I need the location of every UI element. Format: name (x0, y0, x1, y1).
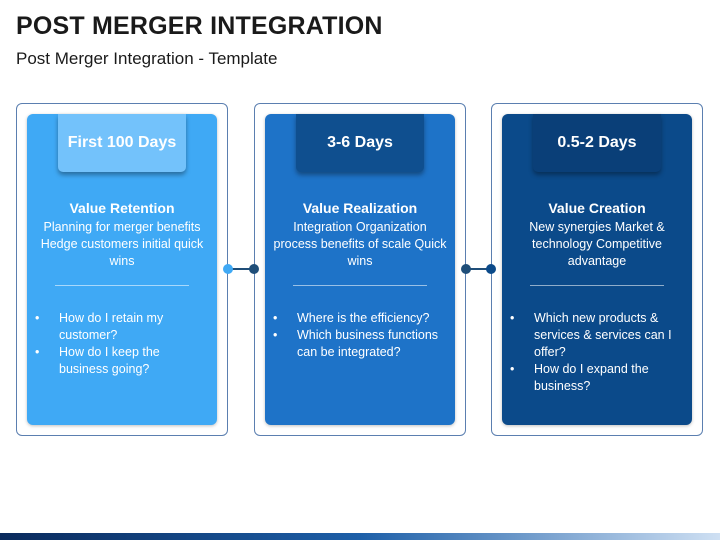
connector-node (223, 264, 233, 274)
stage-divider (293, 285, 427, 286)
stage-description: Integration Organization process benefit… (273, 220, 447, 268)
page-title: POST MERGER INTEGRATION (16, 12, 383, 40)
bullet-icon: • (273, 311, 278, 325)
list-item: • How do I expand the business? (502, 361, 684, 395)
stage-bullet-list: • Where is the efficiency? • Which busines… (265, 310, 447, 361)
stage-tab: 0.5-2 Days (533, 114, 661, 172)
stage-divider (55, 285, 189, 286)
stage-card-0-5-2-days: 0.5-2 Days Value Creation New synergies … (491, 103, 703, 436)
stage-connector-line (466, 268, 491, 270)
bullet-text: Where is the efficiency? (297, 311, 430, 325)
list-item: • How do I keep the business going? (27, 344, 209, 378)
bullet-text: Which business functions can be integrat… (297, 328, 439, 359)
connector-node (249, 264, 259, 274)
bullet-text: How do I expand the business? (534, 362, 649, 393)
stage-heading: Value Creation (548, 200, 646, 216)
bullet-icon: • (510, 362, 515, 376)
page-subtitle: Post Merger Integration - Template (16, 49, 278, 68)
connector-node (461, 264, 471, 274)
stage-card-first-100-days: First 100 Days Value Retention Planning … (16, 103, 228, 436)
bullet-text: How do I keep the business going? (59, 345, 160, 376)
footer-accent-bar (0, 533, 720, 540)
bullet-text: How do I retain my customer? (59, 311, 164, 342)
bullet-icon: • (35, 345, 40, 359)
stage-card-3-6-days: 3-6 Days Value Realization Integration O… (254, 103, 466, 436)
stage-description: Planning for merger benefits Hedge custo… (40, 220, 204, 268)
stage-description: New synergies Market & technology Compet… (529, 220, 665, 268)
bullet-icon: • (273, 328, 278, 342)
list-item: • Which new products & services & service… (502, 310, 684, 361)
stage-connector-line (228, 268, 254, 270)
stage-divider (530, 285, 664, 286)
stage-heading: Value Retention (69, 200, 175, 216)
stage-panel: First 100 Days Value Retention Planning … (27, 114, 217, 425)
stage-tab: 3-6 Days (296, 114, 424, 172)
list-item: • How do I retain my customer? (27, 310, 209, 344)
bullet-icon: • (35, 311, 40, 325)
stage-bullet-list: • Which new products & services & service… (502, 310, 684, 395)
stage-panel: 0.5-2 Days Value Creation New synergies … (502, 114, 692, 425)
list-item: • Which business functions can be integra… (265, 327, 447, 361)
stage-heading: Value Realization (302, 200, 418, 216)
bullet-text: Which new products & services & services… (534, 311, 672, 359)
stage-panel: 3-6 Days Value Realization Integration O… (265, 114, 455, 425)
list-item: • Where is the efficiency? (265, 310, 447, 327)
stage-tab: First 100 Days (58, 114, 186, 172)
bullet-icon: • (510, 311, 515, 325)
stage-bullet-list: • How do I retain my customer? • How do I … (27, 310, 209, 378)
connector-node (486, 264, 496, 274)
